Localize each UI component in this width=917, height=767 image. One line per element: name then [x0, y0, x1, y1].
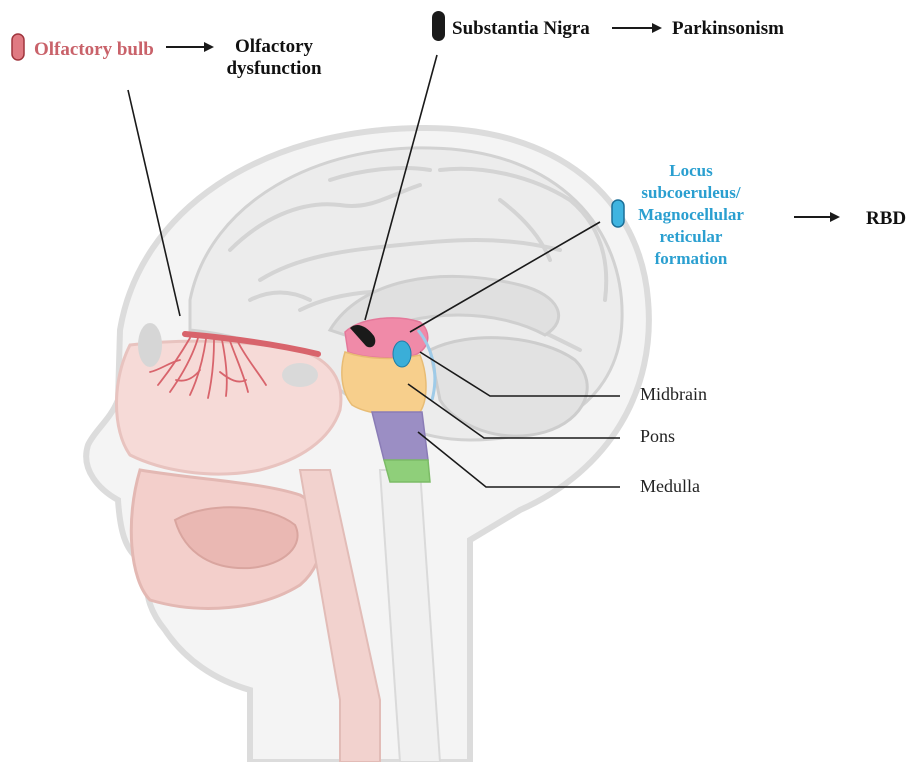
locus-label-line3: Magnocellular: [638, 205, 744, 224]
locus-marker-icon: [612, 200, 624, 227]
sinus-left: [138, 323, 162, 367]
spinal-cord-region: [384, 460, 430, 482]
substantia-nigra-marker-icon: [432, 11, 445, 41]
medulla-label: Medulla: [640, 476, 700, 496]
rbd-label: RBD: [866, 208, 906, 229]
sinus-right: [282, 363, 318, 387]
olfactory-dysfunction-label-line1: Olfactory: [235, 36, 314, 57]
pons-label: Pons: [640, 426, 675, 446]
locus-region: [393, 341, 411, 367]
locus-label-line4: reticular: [660, 227, 723, 246]
arrow-right-icon: [166, 42, 214, 52]
olfactory-dysfunction-label-line2: dysfunction: [226, 58, 321, 79]
head-illustration: [86, 128, 649, 762]
substantia-nigra-label: Substantia Nigra: [452, 18, 590, 39]
olfactory-bulb-marker-icon: [12, 34, 24, 60]
midbrain-label: Midbrain: [640, 384, 707, 404]
parkinsonism-label: Parkinsonism: [672, 18, 784, 39]
arrow-right-icon: [612, 23, 662, 33]
locus-label-line1: Locus: [669, 161, 713, 180]
locus-label-line5: formation: [655, 249, 728, 268]
olfactory-bulb-label: Olfactory bulb: [34, 39, 154, 60]
locus-label-line2: subcoeruleus/: [641, 183, 740, 202]
midbrain-region: [345, 318, 428, 358]
arrow-right-icon: [794, 212, 840, 222]
pons-region: [342, 352, 426, 414]
